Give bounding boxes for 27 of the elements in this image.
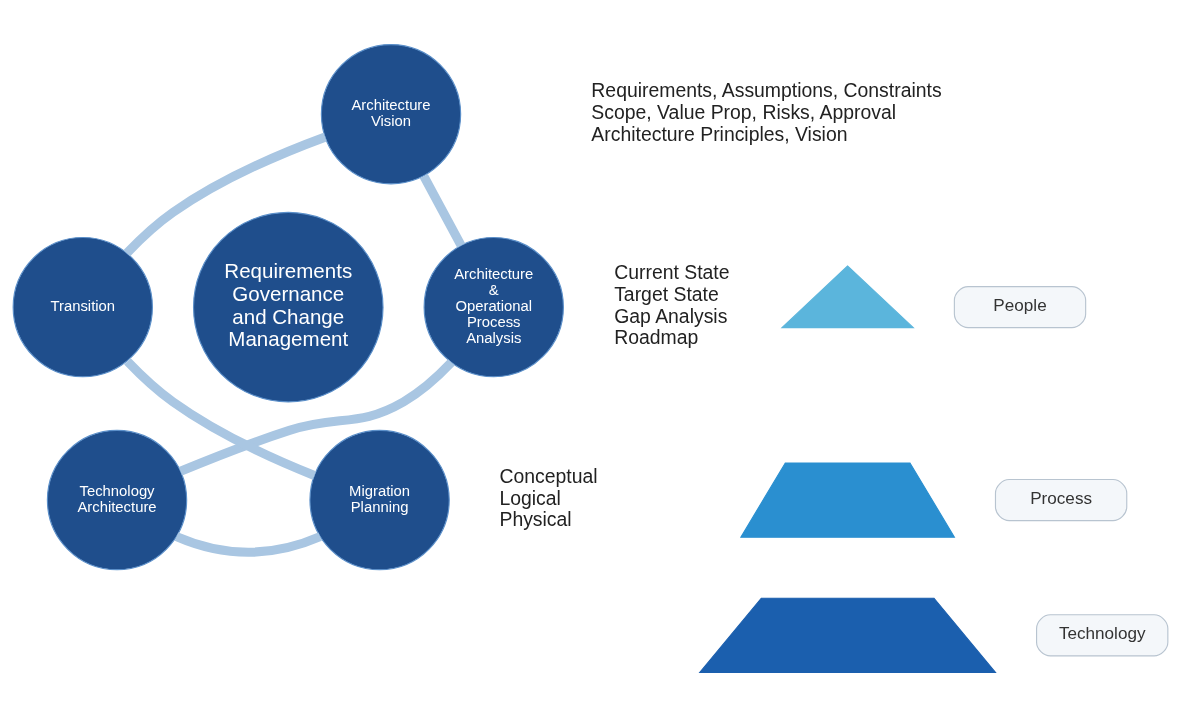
node-label: Target State — [614, 282, 719, 305]
node-label: Conceptual — [499, 465, 598, 488]
node-circle: Requirements Governance and Change Management — [192, 211, 384, 403]
node-circle: Migration Planning — [309, 429, 450, 571]
node-circle: Architecture Vision — [320, 44, 462, 185]
node-circle: Architecture & Operational Process Analysis — [423, 236, 564, 378]
node-label: Requirements, Assumptions, Constraints — [591, 79, 942, 102]
connector — [124, 358, 317, 480]
node-label: Logical — [499, 486, 561, 509]
node-circle: Transition — [12, 236, 153, 378]
node-trapezium — [739, 462, 956, 538]
node-box: Process — [994, 478, 1128, 522]
connector — [123, 132, 327, 257]
node-label: Current State — [614, 261, 730, 284]
node-label: Gap Analysis — [614, 304, 728, 327]
node-box: People — [953, 286, 1087, 329]
node-label: Physical — [499, 508, 572, 531]
connector — [419, 174, 466, 248]
node-circle: Technology Architecture — [46, 429, 188, 571]
node-label: Roadmap — [614, 326, 699, 349]
node-label: Scope, Value Prop, Risks, Approval — [591, 100, 897, 123]
node-trapezium — [698, 597, 997, 673]
connector — [174, 532, 322, 557]
node-label: Architecture Principles, Vision — [591, 122, 848, 145]
connector — [178, 359, 455, 476]
node-triangle — [780, 265, 915, 329]
node-box: Technology — [1036, 614, 1169, 657]
